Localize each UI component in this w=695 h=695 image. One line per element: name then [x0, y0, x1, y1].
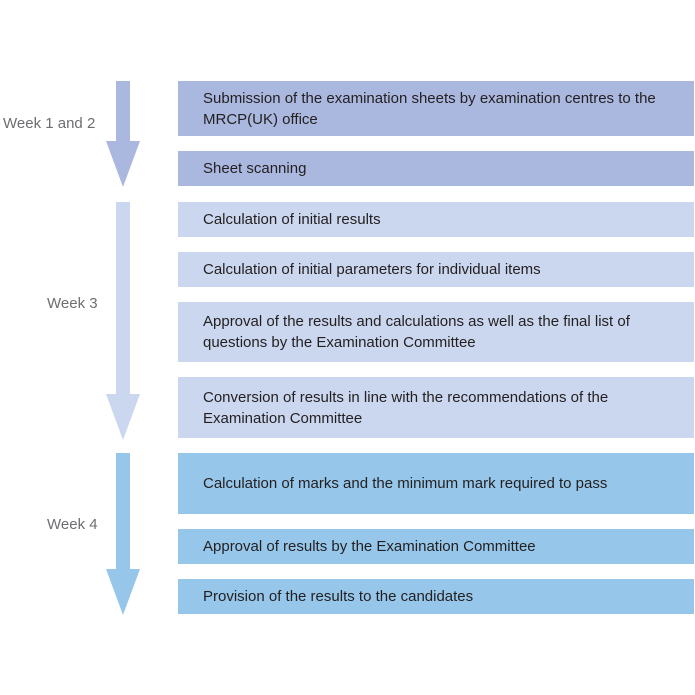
step-text: Calculation of marks and the minimum mar… — [203, 475, 608, 492]
step-text: Approval of results by the Examination C… — [203, 538, 536, 555]
step-text: Sheet scanning — [203, 160, 307, 177]
step-box: Sheet scanning — [178, 151, 694, 186]
step-box: Approval of results by the Examination C… — [178, 529, 694, 564]
week-4-label: Week 4 — [47, 516, 98, 533]
step-box: Calculation of initial parameters for in… — [178, 252, 694, 287]
step-text: Submission of the examination sheets by … — [203, 89, 656, 128]
step-text: Conversion of results in line with the r… — [203, 388, 609, 427]
step-text: Calculation of initial parameters for in… — [203, 261, 541, 278]
step-box: Submission of the examination sheets by … — [178, 81, 694, 136]
step-text: Calculation of initial results — [203, 211, 381, 228]
week-1-2-label: Week 1 and 2 — [3, 115, 96, 132]
step-box: Conversion of results in line with the r… — [178, 377, 694, 438]
step-box: Provision of the results to the candidat… — [178, 579, 694, 614]
step-text: Approval of the results and calculations… — [203, 313, 630, 351]
step-text: Provision of the results to the candidat… — [203, 588, 474, 605]
step-box: Calculation of marks and the minimum mar… — [178, 453, 694, 514]
step-box: Approval of the results and calculations… — [178, 302, 694, 362]
week-3-label: Week 3 — [47, 295, 98, 312]
step-box: Calculation of initial results — [178, 202, 694, 237]
